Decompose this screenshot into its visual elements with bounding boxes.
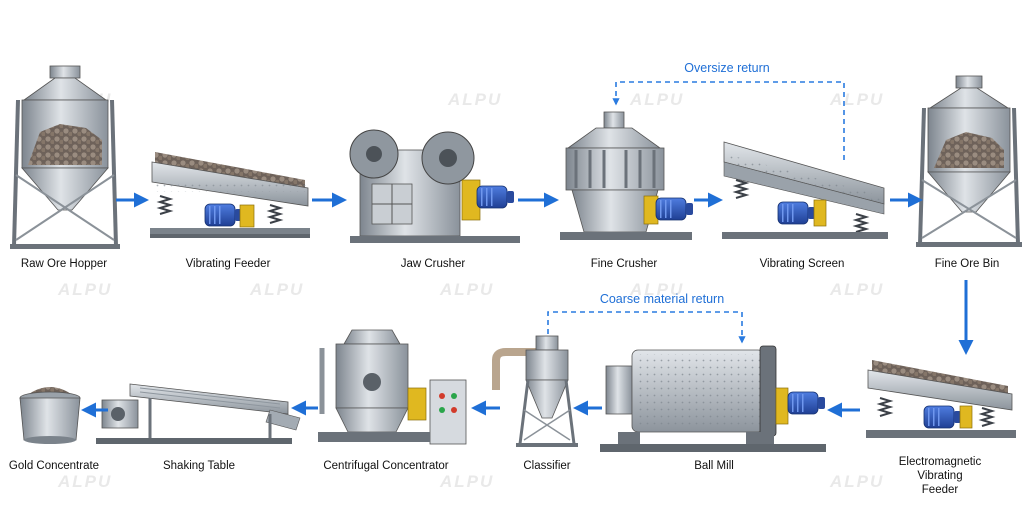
label-ball-mill: Ball Mill <box>694 460 734 472</box>
label-raw-ore-hopper: Raw Ore Hopper <box>20 258 108 270</box>
watermark: ALPU <box>448 90 503 109</box>
watermark: ALPU <box>630 280 685 299</box>
watermark: ALPU <box>830 90 885 109</box>
vibrating-screen-illustration <box>722 141 888 239</box>
electromagnetic-vibrating-feeder-illustration <box>866 360 1016 438</box>
label-vibrating-screen: Vibrating Screen <box>759 258 845 270</box>
watermark: ALPU <box>250 280 305 299</box>
raw-ore-hopper-illustration <box>10 65 120 249</box>
shaking-table-illustration <box>96 383 301 444</box>
ball-mill-illustration <box>600 345 826 452</box>
fine-ore-bin-illustration <box>916 75 1022 247</box>
label-shaking-table: Shaking Table <box>162 460 236 472</box>
label-jaw-crusher: Jaw Crusher <box>400 258 466 270</box>
flow-arrows <box>81 192 974 418</box>
watermark: ALPU <box>830 472 885 491</box>
coarse-return-loop <box>547 311 746 344</box>
label-vibrating-feeder: Vibrating Feeder <box>185 258 271 270</box>
jaw-crusher-illustration <box>349 129 520 243</box>
label-fine-ore-bin: Fine Ore Bin <box>934 258 1000 270</box>
watermark: ALPU <box>630 90 685 109</box>
label-centrifugal-concentrator: Centrifugal Concentrator <box>323 460 449 472</box>
oversize-return-loop <box>612 81 845 160</box>
watermark: ALPU <box>830 280 885 299</box>
label-gold-concentrate: Gold Concentrate <box>8 460 100 472</box>
label-classifier: Classifier <box>523 460 571 472</box>
label-oversize-return: Oversize return <box>684 61 770 75</box>
label-electromagnetic-vibrating-feeder: Electromagnetic Vibrating Feeder <box>898 456 982 496</box>
fine-crusher-illustration <box>560 111 694 240</box>
classifier-illustration <box>492 335 578 447</box>
label-coarse-material-return: Coarse material return <box>599 292 725 306</box>
vibrating-feeder-illustration <box>150 152 310 238</box>
centrifugal-concentrator-illustration <box>318 329 467 445</box>
gold-concentrate-illustration <box>19 387 81 444</box>
watermark: ALPU <box>440 472 495 491</box>
label-fine-crusher: Fine Crusher <box>590 258 658 270</box>
watermark: ALPU <box>440 280 495 299</box>
watermark: ALPU <box>58 280 113 299</box>
watermark: ALPU <box>58 472 113 491</box>
